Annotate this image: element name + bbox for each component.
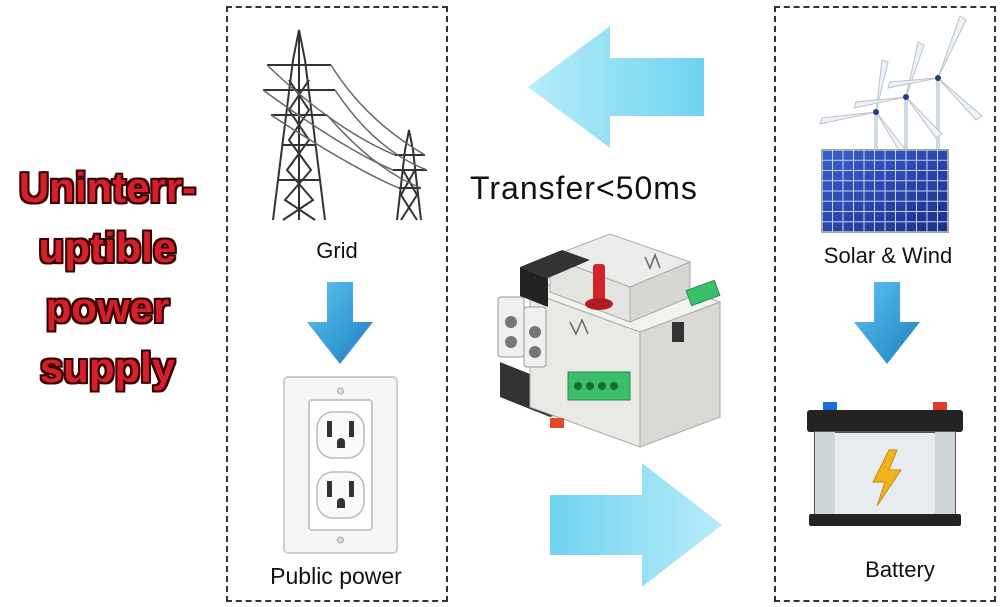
battery-label: Battery — [865, 557, 935, 582]
grid-panel — [226, 6, 448, 602]
flow-arrow-right-icon — [550, 463, 722, 587]
headline-line: uptible — [38, 224, 177, 271]
headline-line: power — [45, 284, 170, 331]
down-arrow-icon — [854, 282, 920, 364]
headline: Uninterr- uptible power supply — [0, 158, 215, 398]
flow-arrow-left-icon — [528, 26, 704, 148]
down-arrow-icon — [307, 282, 373, 364]
transfer-switch-icon — [497, 233, 722, 448]
grid-label: Grid — [316, 238, 358, 263]
wind-turbine-icon — [819, 15, 983, 153]
headline-line: Uninterr- — [18, 164, 197, 211]
wall-outlet-icon — [283, 376, 398, 554]
battery-icon — [807, 402, 963, 526]
headline-line: supply — [39, 344, 176, 391]
transfer-time-label: Transfer<50ms — [470, 170, 698, 206]
solar-wind-label: Solar & Wind — [823, 243, 953, 268]
renewable-panel — [774, 6, 996, 602]
solar-panel-icon — [821, 149, 949, 233]
public-power-label: Public power — [270, 563, 402, 589]
power-tower-icon — [262, 29, 428, 221]
